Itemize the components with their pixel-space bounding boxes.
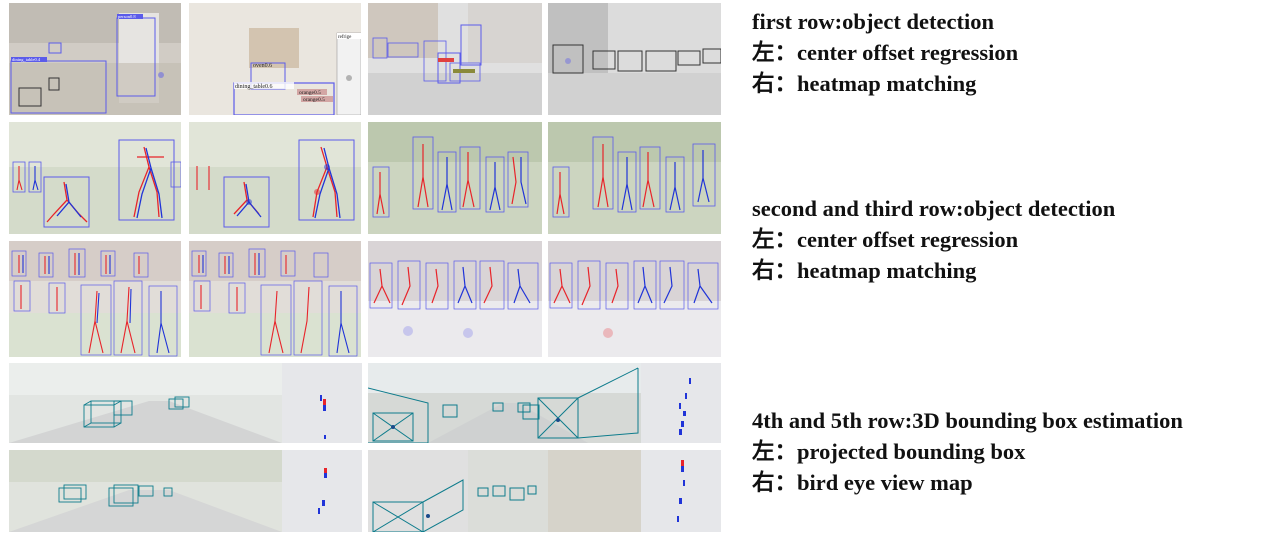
caption-row4-5-title: 4th and 5th row:3D bounding box estimati… bbox=[752, 408, 1183, 433]
row1-image3-street-detection bbox=[368, 3, 542, 115]
label-dining-table: dining_table0.4 bbox=[12, 57, 41, 62]
row2-image3-pose-crowd bbox=[368, 122, 542, 234]
label-dining-table-2: dining_table0.6 bbox=[235, 84, 273, 90]
row4-image2-bev-map bbox=[641, 363, 721, 443]
caption-row4-5-left: 左：projected bounding box bbox=[752, 439, 1026, 464]
row5-image2-bev-map bbox=[641, 450, 721, 532]
label-orange-1: orange0.5 bbox=[299, 90, 321, 96]
caption-row4-5-right: 右：bird eye view map bbox=[752, 470, 973, 495]
row5-image1-bev-map bbox=[282, 450, 362, 532]
label-refrigerator: refrige bbox=[338, 35, 352, 40]
row2-image2-pose-field-heatmap bbox=[189, 122, 361, 234]
row4-image1-bev-map bbox=[282, 363, 362, 443]
caption-row2-3: second and third row:object detection 左：… bbox=[752, 193, 1115, 286]
label-person: person0.8 bbox=[118, 14, 136, 19]
caption-row2-3-left: 左：center offset regression bbox=[752, 227, 1019, 252]
row3-image4-pose-dining-heatmap bbox=[548, 241, 721, 357]
row3-image2-pose-baseball-heatmap bbox=[189, 241, 361, 357]
row1-image2-kitchen-heatmap: refrige oven0.6 dining_table0.6 orange0.… bbox=[189, 3, 361, 115]
caption-row1-title: first row:object detection bbox=[752, 9, 994, 34]
row4-image2-projected-boxes bbox=[368, 363, 641, 443]
row5-image1-projected-boxes bbox=[9, 450, 282, 532]
row2-image1-pose-field bbox=[9, 122, 181, 234]
caption-row1-right: 右：heatmap matching bbox=[752, 71, 977, 96]
caption-row1: first row:object detection 左：center offs… bbox=[752, 6, 1018, 99]
label-orange-2: orange0.5 bbox=[303, 97, 325, 103]
row1-image4-street-heatmap bbox=[548, 3, 721, 115]
row4-image1-projected-boxes bbox=[9, 363, 282, 443]
row3-image1-pose-baseball bbox=[9, 241, 181, 357]
row2-image4-pose-crowd-heatmap bbox=[548, 122, 721, 234]
caption-row2-3-title: second and third row:object detection bbox=[752, 196, 1116, 221]
caption-row1-left: 左：center offset regression bbox=[752, 40, 1019, 65]
row1-image1-kitchen-detection: person0.8 dining_table0.4 bbox=[9, 3, 181, 115]
caption-row4-5: 4th and 5th row:3D bounding box estimati… bbox=[752, 405, 1183, 498]
row3-image3-pose-dining bbox=[368, 241, 542, 357]
row5-image2-projected-boxes bbox=[368, 450, 641, 532]
label-oven: oven0.6 bbox=[253, 63, 272, 69]
caption-row2-3-right: 右：heatmap matching bbox=[752, 258, 977, 283]
